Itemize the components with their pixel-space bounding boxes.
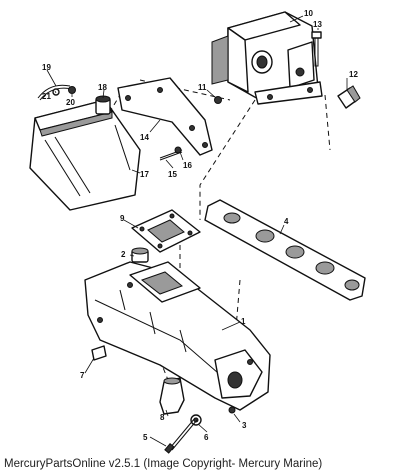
part-16-nut[interactable] xyxy=(174,146,182,154)
callout-12: 12 xyxy=(349,70,358,79)
callout-7: 7 xyxy=(80,371,85,380)
callout-14: 14 xyxy=(140,133,149,142)
part-6-washer[interactable] xyxy=(190,414,202,426)
part-21-clamp[interactable] xyxy=(52,88,60,96)
callout-13: 13 xyxy=(313,20,322,29)
callout-8: 8 xyxy=(160,413,165,422)
callout-3: 3 xyxy=(242,421,247,430)
part-1-exhaust-manifold[interactable] xyxy=(84,261,271,411)
callout-19: 19 xyxy=(42,63,51,72)
callout-6: 6 xyxy=(204,433,209,442)
part-5-long-bolt[interactable] xyxy=(164,417,198,454)
part-7-clip[interactable] xyxy=(91,345,107,361)
part-13-bolt[interactable] xyxy=(311,28,322,67)
callout-11: 11 xyxy=(198,83,207,92)
callout-15: 15 xyxy=(168,170,177,179)
part-10-exhaust-elbow[interactable] xyxy=(211,11,323,105)
part-2-plug[interactable] xyxy=(131,247,149,263)
callout-16: 16 xyxy=(183,161,192,170)
part-4-manifold-gasket[interactable] xyxy=(204,199,366,301)
callout-4: 4 xyxy=(284,217,289,226)
callout-5: 5 xyxy=(143,433,148,442)
callout-10: 10 xyxy=(304,9,313,18)
callout-leaders xyxy=(46,15,348,447)
callout-17: 17 xyxy=(140,170,149,179)
part-18-mount[interactable] xyxy=(95,95,111,115)
callout-1: 1 xyxy=(241,317,246,326)
callout-labels: 10 13 11 12 14 15 16 17 18 19 20 21 9 4 … xyxy=(42,9,358,442)
image-caption: MercuryPartsOnline v2.5.1 (Image Copyrig… xyxy=(4,458,323,470)
part-17-cooler-canister[interactable] xyxy=(29,99,141,211)
part-12-hose-fitting[interactable] xyxy=(337,85,361,109)
part-3-drain-plug[interactable] xyxy=(228,406,236,414)
part-9-gasket[interactable] xyxy=(131,209,201,253)
callout-9: 9 xyxy=(120,214,125,223)
part-11-screw[interactable] xyxy=(214,96,222,104)
part-14-mounting-bracket[interactable] xyxy=(117,77,213,156)
callout-18: 18 xyxy=(98,83,107,92)
part-20-clamp[interactable] xyxy=(68,86,76,94)
part-8-elbow-fitting[interactable] xyxy=(159,377,185,415)
callout-21: 21 xyxy=(42,92,51,101)
callout-20: 20 xyxy=(66,98,75,107)
callout-2: 2 xyxy=(121,250,126,259)
